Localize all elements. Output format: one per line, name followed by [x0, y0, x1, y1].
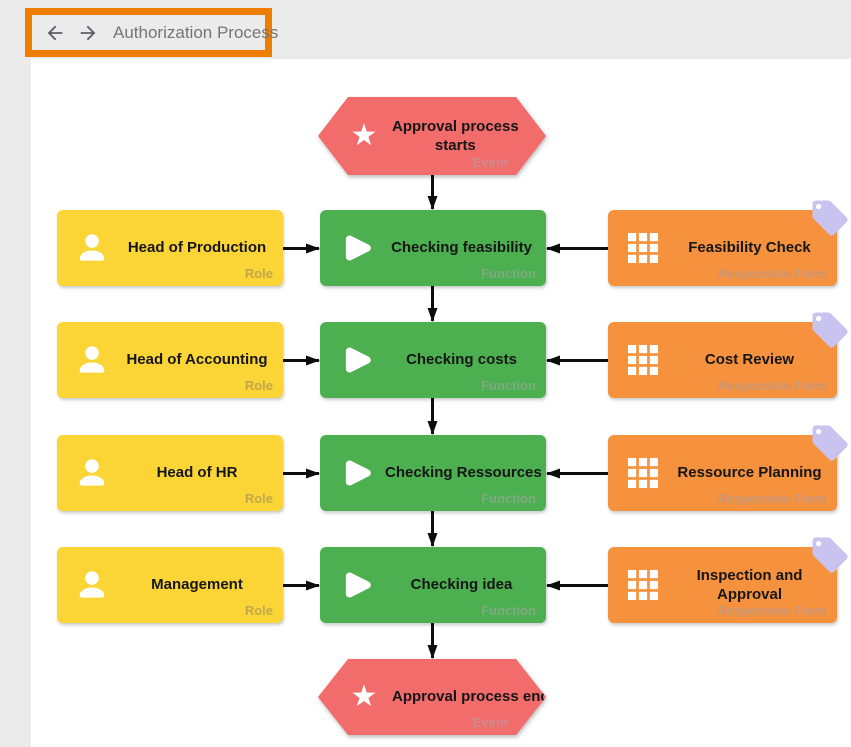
grid-icon — [624, 454, 662, 492]
node-label: Head of Accounting — [126, 351, 268, 369]
node-label: Head of Production — [127, 239, 267, 257]
node-type-label: Responsive Form — [717, 603, 827, 618]
node-label: Inspection and Approval — [696, 566, 803, 603]
role-node[interactable]: Head of Accounting Role — [57, 322, 283, 398]
play-icon — [333, 451, 377, 495]
node-type-label: Role — [244, 491, 273, 506]
play-icon — [333, 338, 377, 382]
form-node[interactable]: Cost Review Responsive Form — [608, 312, 848, 398]
node-type-label: Role — [244, 378, 273, 393]
node-type-label: Function — [481, 266, 536, 281]
role-node[interactable]: Management Role — [57, 547, 283, 623]
function-node[interactable]: Checking idea Function — [320, 547, 546, 623]
star-icon: ★ — [350, 119, 378, 152]
annotation-highlight: Authorization Process — [25, 8, 278, 57]
node-label: Head of HR — [156, 464, 238, 482]
event-node-start[interactable]: ★ Approval process starts Event — [318, 97, 546, 175]
node-label: Checking Ressources — [385, 464, 542, 482]
node-label: Management — [151, 576, 243, 594]
tag-icon — [809, 422, 851, 464]
tag-icon — [809, 197, 851, 239]
tag-icon — [809, 534, 851, 576]
function-node[interactable]: Checking Ressources Function — [320, 435, 546, 511]
person-icon — [73, 229, 111, 267]
star-icon: ★ — [350, 680, 378, 713]
node-label: Cost Review — [704, 351, 795, 369]
back-button[interactable] — [44, 21, 66, 45]
play-icon — [333, 563, 377, 607]
form-node[interactable]: Ressource Planning Responsive Form — [608, 425, 848, 511]
person-icon — [73, 341, 111, 379]
node-type-label: Responsive Form — [717, 491, 827, 506]
node-type-label: Function — [481, 603, 536, 618]
node-label: Checking idea — [410, 576, 513, 594]
role-node[interactable]: Head of HR Role — [57, 435, 283, 511]
node-label: Checking costs — [406, 351, 517, 369]
function-node[interactable]: Checking costs Function — [320, 322, 546, 398]
node-type-label: Role — [244, 603, 273, 618]
tag-icon — [809, 309, 851, 351]
node-type-label: Function — [481, 378, 536, 393]
role-node[interactable]: Head of Production Role — [57, 210, 283, 286]
arrow-back-icon — [47, 25, 63, 40]
form-node[interactable]: Inspection and Approval Responsive Form — [608, 537, 848, 623]
node-type-label: Function — [481, 491, 536, 506]
event-node-end[interactable]: ★ Approval process ends Event — [318, 659, 546, 735]
grid-icon — [624, 229, 662, 267]
arrow-forward-icon — [80, 25, 96, 40]
node-label: Approval process starts — [392, 117, 519, 154]
node-label: Ressource Planning — [677, 464, 822, 482]
node-label: Checking feasibility — [391, 239, 532, 257]
form-node[interactable]: Feasibility Check Responsive Form — [608, 200, 848, 286]
node-type-label: Responsive Form — [717, 378, 827, 393]
person-icon — [73, 454, 111, 492]
node-type-label: Event — [472, 715, 508, 730]
forward-button[interactable] — [77, 21, 99, 45]
grid-icon — [624, 566, 662, 604]
node-label: Feasibility Check — [688, 239, 811, 257]
node-type-label: Role — [244, 266, 273, 281]
play-icon — [333, 226, 377, 270]
function-node[interactable]: Checking feasibility Function — [320, 210, 546, 286]
diagram-canvas: ★ Approval process starts Event Head of … — [31, 59, 851, 747]
node-type-label: Event — [472, 155, 508, 170]
grid-icon — [624, 341, 662, 379]
node-type-label: Responsive Form — [717, 266, 827, 281]
person-icon — [73, 566, 111, 604]
page-title: Authorization Process — [113, 22, 279, 42]
node-label: Approval process ends — [392, 688, 558, 706]
